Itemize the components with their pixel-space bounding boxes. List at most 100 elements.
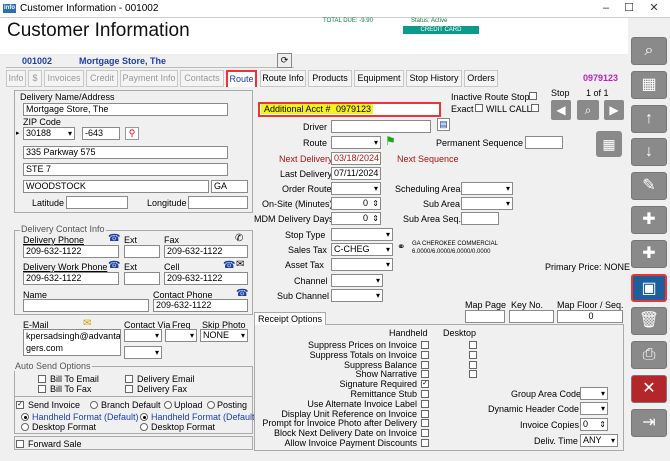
longitude-field[interactable]	[188, 196, 248, 209]
state-field[interactable]: GA	[211, 180, 248, 193]
receipt-option-handheld-checkbox[interactable]	[421, 399, 429, 408]
work-phone-field[interactable]: 209-632-1122	[23, 272, 119, 285]
receipt-option-handheld-checkbox[interactable]	[421, 439, 429, 447]
will-call-checkbox[interactable]	[531, 104, 539, 112]
order-route-dropdown[interactable]	[331, 182, 381, 195]
additional-acct-field[interactable]: 0979123	[334, 104, 374, 114]
tab-products[interactable]: Products	[308, 70, 352, 87]
next-stop-button[interactable]: ▶	[604, 100, 624, 120]
desktop-format-radio[interactable]	[21, 423, 29, 431]
branch-default-radio[interactable]	[90, 401, 98, 409]
email-icon[interactable]: ✉	[83, 318, 92, 329]
find-stop-button[interactable]: ⌕	[577, 100, 599, 120]
receipt-option-handheld-checkbox[interactable]	[421, 429, 429, 438]
tab-route-info[interactable]: Route Info	[260, 70, 306, 87]
tab-invoices[interactable]: Invoices	[44, 70, 84, 87]
contact-via-dropdown[interactable]	[124, 329, 162, 342]
add-note-button[interactable]: ✚	[631, 239, 667, 268]
work-phone-icon[interactable]: ☎	[108, 260, 121, 271]
bill-fax-checkbox[interactable]	[38, 385, 46, 393]
prev-stop-button[interactable]: ◀	[551, 100, 571, 120]
posting-radio[interactable]	[207, 401, 215, 409]
city-field[interactable]: WOODSTOCK	[23, 180, 209, 193]
save-button[interactable]: ▣	[631, 273, 667, 302]
maximize-icon[interactable]: ☐	[624, 2, 634, 14]
sub-channel-dropdown[interactable]	[331, 289, 383, 302]
receipt-option-handheld-checkbox[interactable]	[421, 390, 429, 398]
last-delivery-field[interactable]: 07/11/2024	[331, 167, 381, 180]
tab-equipment[interactable]: Equipment	[354, 70, 404, 87]
delivery-fax-checkbox[interactable]	[125, 385, 133, 393]
exit-button[interactable]: ⇥	[631, 408, 667, 437]
delivery-phone-field[interactable]: 209-632-1122	[23, 245, 119, 258]
zip-ext-field[interactable]: -643	[82, 127, 120, 140]
phone-icon[interactable]: ☎	[108, 233, 121, 244]
freq-dropdown[interactable]	[165, 329, 197, 342]
receipt-option-handheld-checkbox[interactable]	[421, 370, 429, 379]
search-button[interactable]: ⌕	[631, 37, 667, 65]
handheld-format-radio-2[interactable]	[140, 413, 148, 421]
arrow-down-button[interactable]: ↓	[631, 138, 667, 167]
close-window-icon[interactable]: ✕	[649, 2, 659, 14]
forward-sale-checkbox[interactable]	[16, 440, 24, 448]
receipt-option-desktop-checkbox[interactable]	[469, 370, 477, 379]
address-line2-field[interactable]: STE 7	[23, 163, 228, 176]
tab-receipt-options[interactable]: Receipt Options	[254, 312, 326, 325]
skip-photo-dropdown[interactable]: NONE	[200, 329, 248, 342]
work-ext-field[interactable]	[124, 272, 160, 285]
cell-phone-icon[interactable]: ☎	[223, 260, 236, 271]
scheduling-area-dropdown[interactable]	[461, 182, 513, 195]
mdm-days-stepper[interactable]: 0	[331, 212, 381, 225]
next-delivery-field[interactable]: 03/18/2024	[331, 152, 381, 165]
contact-name-field[interactable]	[23, 299, 149, 312]
tab-dollar[interactable]: $	[28, 70, 42, 87]
receipt-option-handheld-checkbox[interactable]	[421, 409, 429, 418]
contact-via-dropdown-2[interactable]	[124, 346, 162, 359]
map-pin-icon[interactable]: ⚑	[385, 134, 396, 148]
onsite-stepper[interactable]: 0	[331, 197, 381, 210]
refresh-icon[interactable]: ⟳	[277, 53, 292, 68]
calendar-icon[interactable]: ▦	[596, 131, 622, 157]
send-invoice-checkbox[interactable]: ✓	[16, 401, 24, 409]
trash-button[interactable]: 🗑	[631, 307, 667, 336]
delivery-name-field[interactable]: Mortgage Store, The	[23, 103, 228, 116]
fax-field[interactable]: 209-632-1122	[164, 245, 248, 258]
driver-lookup-icon[interactable]: ▤	[437, 118, 450, 131]
tab-credit[interactable]: Credit	[86, 70, 118, 87]
upload-radio[interactable]	[164, 401, 172, 409]
cell-field[interactable]: 209-632-1122	[164, 272, 248, 285]
exact-checkbox[interactable]	[475, 104, 483, 112]
print-button[interactable]: ⎙	[631, 341, 667, 370]
receipt-option-handheld-checkbox[interactable]	[421, 341, 429, 349]
bill-email-checkbox[interactable]	[38, 375, 46, 383]
sub-area-seq-field[interactable]	[461, 212, 499, 225]
fax-icon[interactable]: ✆	[235, 233, 244, 244]
channel-dropdown[interactable]	[331, 274, 383, 287]
receipt-option-handheld-checkbox[interactable]	[421, 350, 429, 359]
sub-area-dropdown[interactable]	[461, 197, 513, 210]
latitude-field[interactable]	[66, 196, 128, 209]
grid-button[interactable]: ▦	[631, 70, 667, 99]
map-page-field[interactable]	[465, 310, 505, 323]
delivery-email-checkbox[interactable]	[125, 375, 133, 383]
binoculars-icon[interactable]: ⚭	[397, 242, 406, 253]
tab-info[interactable]: Info	[6, 70, 26, 87]
address-line1-field[interactable]: 335 Parkway 575	[23, 146, 228, 159]
phone-ext-field[interactable]	[124, 245, 160, 258]
tab-contacts[interactable]: Contacts	[180, 70, 224, 87]
driver-field[interactable]	[331, 120, 431, 133]
group-area-code-dropdown[interactable]	[580, 387, 608, 400]
sms-icon[interactable]: ✉	[236, 259, 245, 270]
permanent-sequence-field[interactable]	[525, 136, 563, 149]
sales-tax-dropdown[interactable]: C-CHEG	[331, 243, 393, 256]
receipt-option-handheld-checkbox[interactable]: ✓	[421, 380, 429, 389]
receipt-option-desktop-checkbox[interactable]	[469, 360, 477, 369]
handheld-format-radio[interactable]	[21, 413, 29, 421]
dynamic-header-code-dropdown[interactable]	[580, 402, 608, 415]
stop-type-dropdown[interactable]	[331, 228, 393, 241]
tab-stop-history[interactable]: Stop History	[406, 70, 462, 87]
pencil-button[interactable]: ✎	[631, 172, 667, 201]
tab-payment-info[interactable]: Payment Info	[120, 70, 178, 87]
new-document-button[interactable]: ✚	[631, 206, 667, 234]
